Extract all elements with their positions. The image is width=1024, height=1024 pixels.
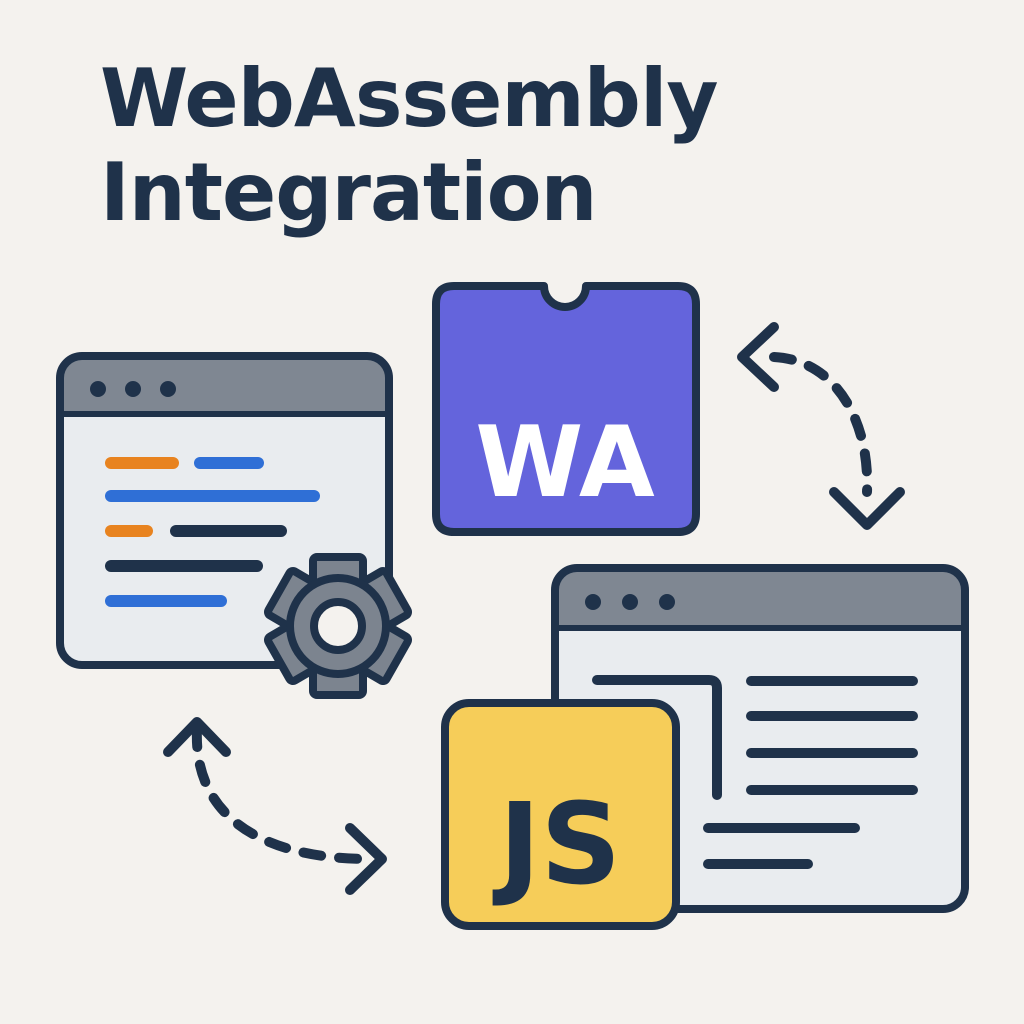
browser-text-lines	[703, 676, 918, 869]
js-badge-text: JS	[492, 780, 621, 910]
gear-icon	[264, 553, 412, 699]
window-dot-3	[160, 381, 176, 397]
title-line-2: Integration	[100, 146, 597, 240]
title-line-1: WebAssembly	[100, 52, 719, 145]
browser-dot-2	[622, 594, 638, 610]
window-dot-2	[125, 381, 141, 397]
webassembly-logo: WA	[432, 282, 700, 536]
browser-dot-3	[659, 594, 675, 610]
browser-dot-1	[585, 594, 601, 610]
wasm-badge-text: WA	[475, 406, 655, 520]
javascript-logo: JS	[441, 699, 680, 930]
top-right-curved-dashed-arrow-icon	[737, 322, 905, 530]
code-editor-window-icon	[56, 352, 393, 669]
code-lines	[105, 457, 320, 607]
window-dot-1	[90, 381, 106, 397]
page-title: WebAssembly Integration	[100, 52, 719, 241]
bottom-left-curved-dashed-arrow-icon	[163, 717, 387, 895]
